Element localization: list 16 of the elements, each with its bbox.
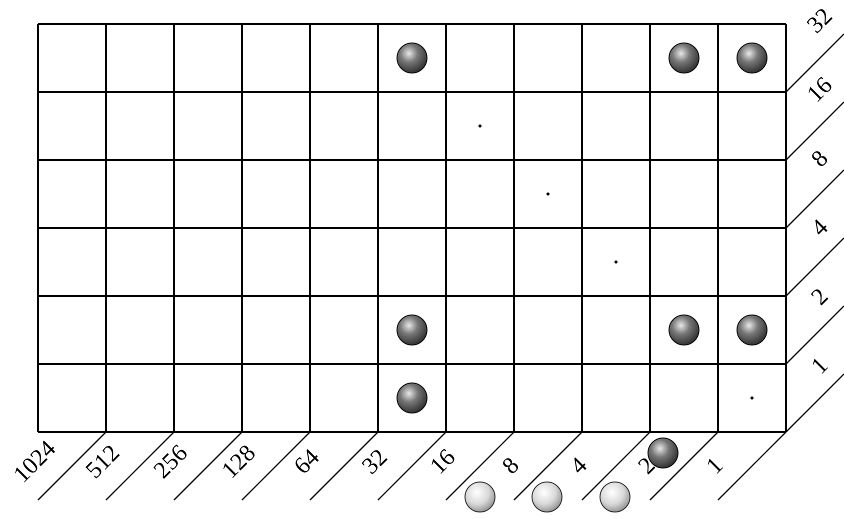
row-value-label: 16 bbox=[803, 73, 837, 107]
column-value-label: 32 bbox=[358, 445, 392, 479]
column-value-label: 1 bbox=[702, 453, 728, 479]
column-value-label: 128 bbox=[218, 440, 260, 484]
column-value-label: 256 bbox=[150, 440, 192, 484]
row-value-label: 2 bbox=[807, 284, 833, 310]
column-value-label: 8 bbox=[498, 453, 524, 479]
row-value-label: 1 bbox=[807, 353, 833, 379]
column-value-label: 512 bbox=[82, 440, 124, 484]
column-value-label: 16 bbox=[426, 445, 460, 479]
row-value-label: 32 bbox=[803, 4, 837, 38]
row-value-label: 8 bbox=[807, 146, 833, 172]
column-value-label: 64 bbox=[290, 445, 324, 479]
row-value-label: 4 bbox=[807, 215, 833, 241]
column-value-label: 4 bbox=[566, 453, 592, 479]
column-value-label: 2 bbox=[634, 453, 660, 479]
